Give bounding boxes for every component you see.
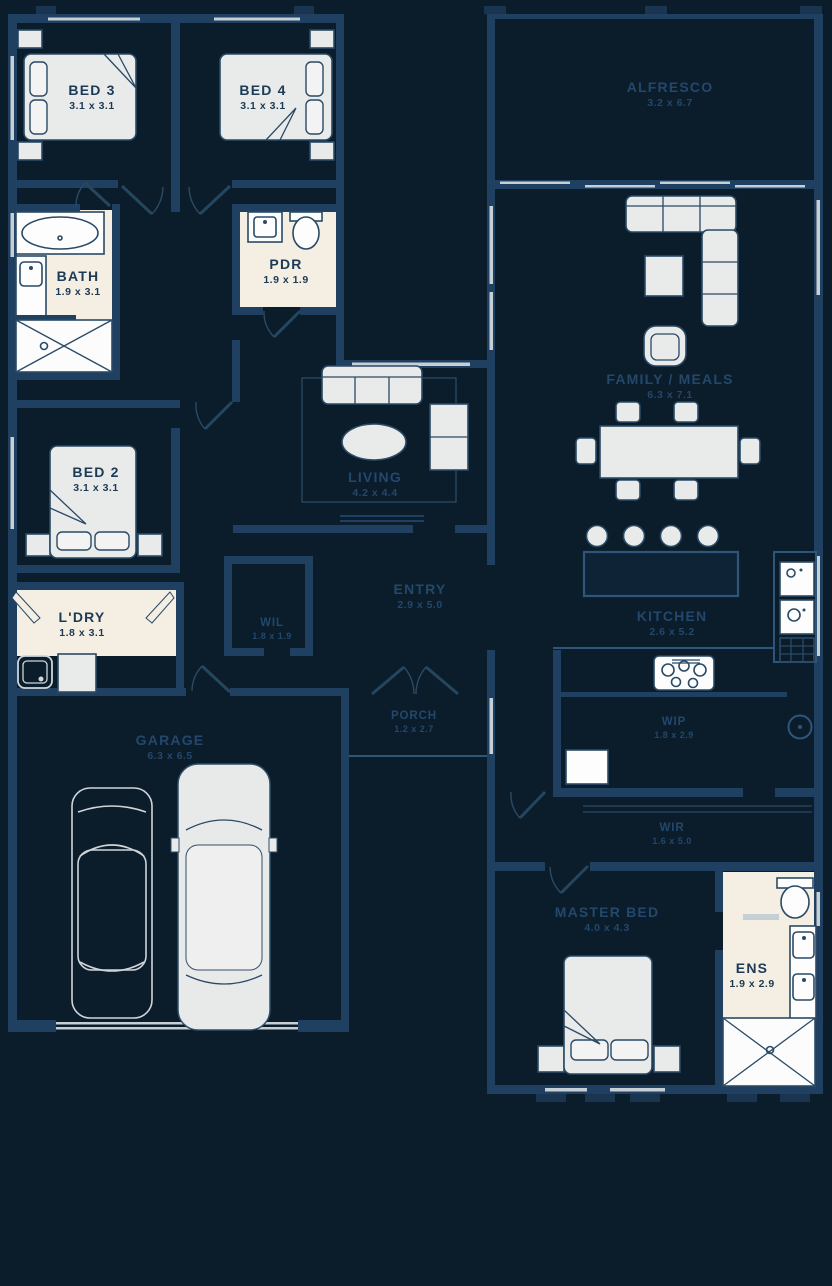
dining-chair-icon: [673, 479, 699, 501]
pillow-icon: [305, 61, 324, 97]
sink-icon: [779, 561, 815, 597]
bedside-table-icon: [17, 29, 43, 49]
bedside-table-icon: [137, 533, 163, 557]
stacker-door-line: [660, 181, 730, 184]
ldry-floor: [10, 590, 176, 656]
bedside-table-icon: [17, 141, 43, 161]
car-mirror: [170, 837, 180, 853]
wardrobe-shelves: [583, 805, 812, 813]
entry-door-leaf: [371, 665, 405, 696]
stool-icon: [659, 524, 683, 548]
pillow-icon: [570, 1039, 609, 1061]
sofa-icon: [625, 195, 737, 233]
bath-fixtures: [15, 211, 113, 373]
garage-cars: [71, 763, 278, 1031]
stacker-door-line: [585, 185, 655, 188]
car-mirror: [268, 837, 278, 853]
vanity-icon: [789, 925, 817, 1021]
bedside-table-icon: [653, 1045, 681, 1073]
car-filled-icon: [170, 763, 278, 1031]
dining-chair-icon: [739, 437, 761, 465]
island-bench-icon: [582, 550, 740, 598]
oven-icon: [779, 637, 815, 663]
laundry-fixtures: [11, 591, 175, 693]
side-table-icon: [644, 255, 684, 297]
garage-door-line: [56, 1027, 298, 1030]
doors: [75, 181, 590, 895]
piers: [36, 6, 822, 1102]
kitchen-fixtures: [553, 551, 817, 740]
armchair-seat: [650, 333, 680, 361]
stool-icon: [585, 524, 609, 548]
stacker-door-line: [500, 181, 570, 184]
armchair-icon: [643, 325, 687, 367]
entry-niche: [340, 515, 487, 757]
pillow-icon: [305, 99, 324, 135]
pillow-icon: [29, 99, 48, 135]
stool-icon: [696, 524, 720, 548]
pillow-icon: [94, 531, 130, 551]
sink-icon: [779, 599, 815, 635]
laundry-sink-icon: [17, 655, 53, 689]
pillow-icon: [29, 61, 48, 97]
ensuite-fixtures: [722, 877, 817, 1087]
living-furniture: [301, 365, 469, 503]
dining-table-icon: [599, 425, 739, 479]
bedside-table-icon: [537, 1045, 565, 1073]
bedside-table-icon: [25, 533, 51, 557]
entry-door-leaf: [425, 665, 459, 696]
washer-icon: [57, 653, 97, 693]
pdr-fixtures: [247, 211, 323, 250]
sofa-icon: [321, 365, 423, 405]
stacker-door-line: [735, 185, 805, 188]
stool-icon: [622, 524, 646, 548]
coffee-table-icon: [341, 423, 407, 461]
garage-door-line: [56, 1022, 298, 1025]
bed3-bed-icon: [17, 29, 137, 161]
pillow-icon: [610, 1039, 649, 1061]
dining-chair-icon: [673, 401, 699, 423]
bed4-bed-icon: [219, 29, 335, 161]
pillow-icon: [56, 531, 92, 551]
bathtub-icon: [15, 211, 105, 255]
dining-chair-icon: [575, 437, 597, 465]
ens-slider-door: [743, 914, 779, 920]
bedside-table-icon: [309, 141, 335, 161]
windows: [10, 17, 820, 1092]
fridge-icon: [565, 749, 609, 785]
door-leaf-icon: [145, 591, 175, 624]
door-leaf-icon: [11, 591, 41, 624]
bed2-bed-icon: [25, 445, 163, 559]
sofa-icon: [701, 229, 739, 327]
dining-chair-icon: [615, 401, 641, 423]
dining-chair-icon: [615, 479, 641, 501]
bedside-table-icon: [309, 29, 335, 49]
master-bed-icon: [537, 955, 681, 1075]
pantry-fixtures: [565, 749, 609, 785]
family-furniture: [575, 195, 761, 598]
car-outline-icon: [71, 787, 153, 1019]
